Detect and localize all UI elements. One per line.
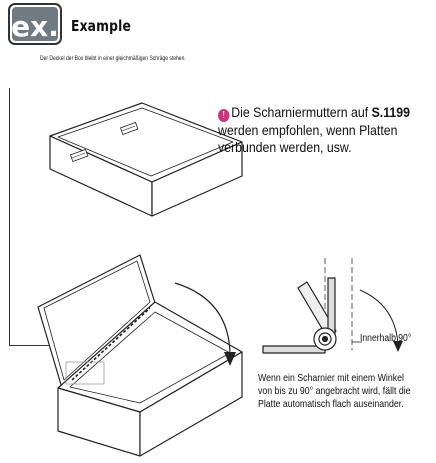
logo-text: ex.	[11, 10, 59, 43]
angle-label: Innerhalb 90°	[360, 333, 412, 344]
closed-box	[49, 102, 243, 217]
figure-caption: Der Deckel der Box bleibt in einer gleic…	[40, 55, 186, 62]
callout-line-horizontal	[9, 345, 57, 346]
hinge-caption: Wenn ein Scharnier mit einem Winkel von …	[258, 373, 411, 410]
rotation-arrow	[174, 282, 231, 357]
hinge-nut-note: !Die Scharniermuttern auf S.1199 werden …	[218, 104, 410, 155]
lightbulb-icon: !	[218, 109, 230, 122]
hinge-detail	[262, 258, 403, 354]
open-box	[37, 254, 243, 457]
callout-line	[9, 88, 10, 345]
page-reference-link[interactable]: S.1199	[371, 104, 410, 120]
page-title: Example	[71, 17, 131, 35]
ex-logo: ex.	[8, 3, 62, 45]
